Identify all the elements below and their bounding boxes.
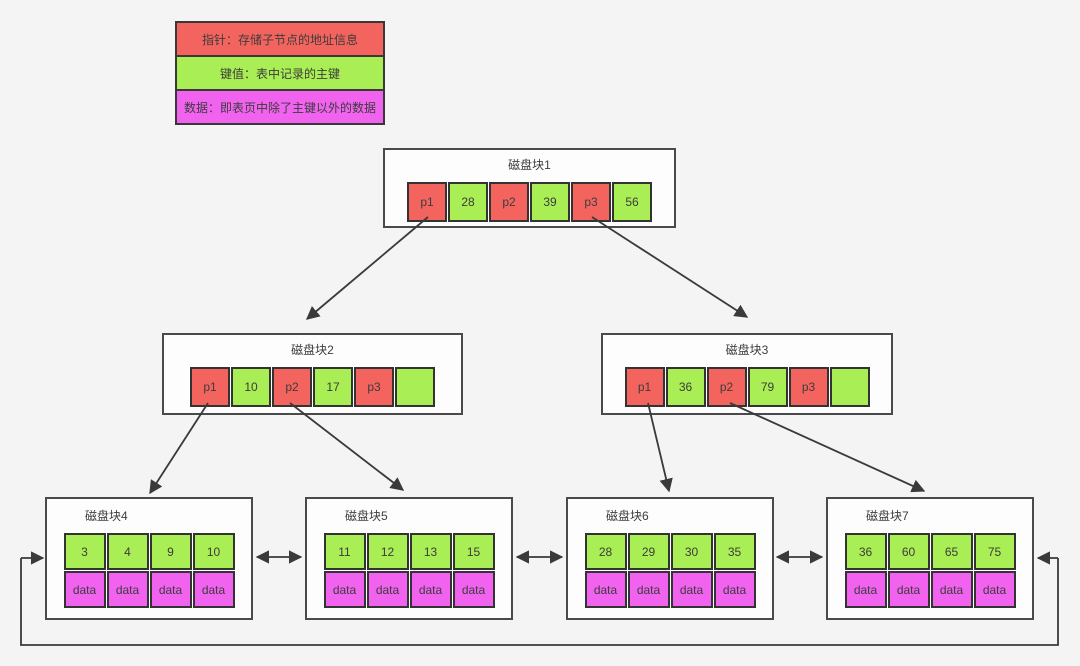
data-cell: data <box>887 571 930 608</box>
data-cell: data <box>713 571 756 608</box>
edge-block2-p2-to-block5 <box>289 402 405 491</box>
key-cell: 28 <box>584 533 627 570</box>
pointer-cell: p1 <box>624 367 665 407</box>
node-title: 磁盘块2 <box>291 343 334 357</box>
legend-item-pointer: 指针：存储子节点的地址信息 <box>175 21 385 57</box>
edge-block1-p1-to-block2 <box>305 216 429 320</box>
data-cell: data <box>106 571 149 608</box>
node-disk-block-1: 磁盘块1 p1 28 p2 39 p3 56 <box>383 148 676 228</box>
key-cell: 10 <box>231 367 271 407</box>
node-title: 磁盘块5 <box>345 509 388 523</box>
leaf-grid: 11 12 13 15 data data data data <box>323 533 495 608</box>
data-cell: data <box>323 571 366 608</box>
legend: 指针：存储子节点的地址信息 键值：表中记录的主键 数据：即表页中除了主键以外的数… <box>175 21 385 125</box>
key-cell: 75 <box>973 533 1016 570</box>
legend-item-pointer-label: 指针：存储子节点的地址信息 <box>201 32 358 47</box>
key-cell: 10 <box>192 533 235 570</box>
data-cell: data <box>670 571 713 608</box>
leaf-grid: 36 60 65 75 data data data data <box>844 533 1016 608</box>
cell-row: p1 28 p2 39 p3 56 <box>385 182 674 222</box>
pointer-cell: p1 <box>190 367 230 407</box>
leaf-grid: 3 4 9 10 data data data data <box>63 533 235 608</box>
node-title: 磁盘块4 <box>85 509 128 523</box>
edge-block3-p1-to-block6 <box>647 402 673 493</box>
pointer-cell: p2 <box>489 182 529 222</box>
edge-block3-p2-to-block7 <box>729 402 926 493</box>
key-cell: 28 <box>448 182 488 222</box>
key-cell: 79 <box>747 367 788 407</box>
data-cell: data <box>149 571 192 608</box>
key-cell: 65 <box>930 533 973 570</box>
data-cell: data <box>973 571 1016 608</box>
data-cell: data <box>63 571 106 608</box>
node-disk-block-5: 磁盘块5 11 12 13 15 data data data data <box>305 497 513 620</box>
key-cell: 9 <box>149 533 192 570</box>
node-disk-block-3: 磁盘块3 p1 36 p2 79 p3 <box>601 333 893 415</box>
node-disk-block-6: 磁盘块6 28 29 30 35 data data data data <box>566 497 774 620</box>
legend-item-key-label: 键值：表中记录的主键 <box>219 66 340 81</box>
key-cell: 11 <box>323 533 366 570</box>
legend-item-data-label: 数据：即表页中除了主键以外的数据 <box>183 100 376 115</box>
data-cell: data <box>930 571 973 608</box>
key-cell: 56 <box>612 182 652 222</box>
key-cell-empty <box>395 367 435 407</box>
data-cell: data <box>192 571 235 608</box>
node-title: 磁盘块6 <box>606 509 649 523</box>
pointer-cell: p3 <box>571 182 611 222</box>
legend-item-data: 数据：即表页中除了主键以外的数据 <box>175 89 385 125</box>
key-cell: 4 <box>106 533 149 570</box>
leaf-grid: 28 29 30 35 data data data data <box>584 533 756 608</box>
node-title: 磁盘块7 <box>866 509 909 523</box>
data-cell: data <box>627 571 670 608</box>
data-cell: data <box>409 571 452 608</box>
pointer-cell: p1 <box>407 182 447 222</box>
key-cell-empty <box>829 367 870 407</box>
data-cell: data <box>584 571 627 608</box>
pointer-cell: p3 <box>788 367 829 407</box>
edge-block1-p3-to-block3 <box>591 216 749 318</box>
key-cell: 29 <box>627 533 670 570</box>
key-cell: 17 <box>313 367 353 407</box>
pointer-cell: p2 <box>706 367 747 407</box>
node-title: 磁盘块1 <box>508 158 551 172</box>
key-cell: 60 <box>887 533 930 570</box>
key-cell: 35 <box>713 533 756 570</box>
pointer-cell: p2 <box>272 367 312 407</box>
key-cell: 12 <box>366 533 409 570</box>
node-disk-block-7: 磁盘块7 36 60 65 75 data data data data <box>826 497 1034 620</box>
cell-row: p1 10 p2 17 p3 <box>164 367 461 407</box>
legend-item-key: 键值：表中记录的主键 <box>175 55 385 91</box>
cell-row: p1 36 p2 79 p3 <box>603 367 891 407</box>
edge-block2-p1-to-block4 <box>149 402 209 495</box>
key-cell: 13 <box>409 533 452 570</box>
data-cell: data <box>452 571 495 608</box>
key-cell: 3 <box>63 533 106 570</box>
key-cell: 30 <box>670 533 713 570</box>
node-disk-block-4: 磁盘块4 3 4 9 10 data data data data <box>45 497 253 620</box>
pointer-cell: p3 <box>354 367 394 407</box>
node-disk-block-2: 磁盘块2 p1 10 p2 17 p3 <box>162 333 463 415</box>
key-cell: 36 <box>844 533 887 570</box>
data-cell: data <box>366 571 409 608</box>
node-title: 磁盘块3 <box>725 343 769 357</box>
data-cell: data <box>844 571 887 608</box>
key-cell: 15 <box>452 533 495 570</box>
key-cell: 39 <box>530 182 570 222</box>
key-cell: 36 <box>665 367 706 407</box>
